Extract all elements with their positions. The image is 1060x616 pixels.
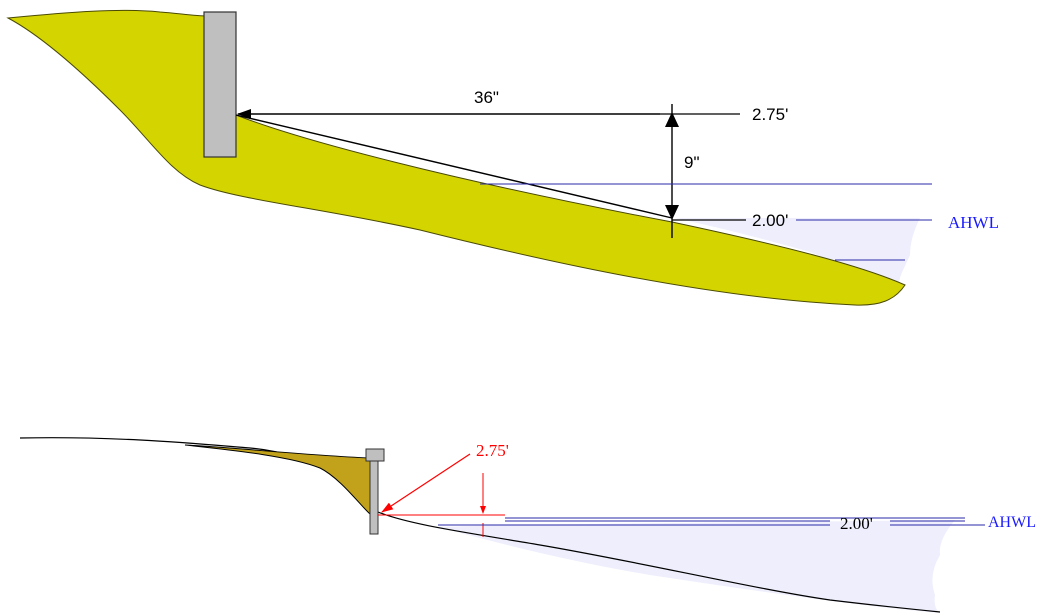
lower-diagram: 2.75' 2.00' AHWL	[19, 437, 1036, 613]
lower-water-elevation-label: 2.00'	[840, 514, 873, 533]
upper-wall	[203, 11, 237, 158]
lower-water-body	[438, 520, 955, 613]
lower-soil-wedge	[184, 444, 371, 516]
lower-ground-line	[19, 437, 941, 613]
lower-red-leader	[381, 453, 471, 513]
upper-slope-line	[235, 114, 673, 219]
upper-top-elevation-label: 2.75'	[752, 105, 788, 124]
upper-horizontal-dimension-label: 36"	[474, 88, 499, 107]
lower-wall-cap	[365, 448, 385, 462]
upper-vertical-dimension-label: 9"	[684, 153, 700, 172]
upper-water-elevation-label: 2.00'	[752, 211, 788, 230]
lower-wall-post	[369, 455, 379, 535]
upper-up-arrowhead	[665, 112, 679, 127]
upper-down-arrowhead	[665, 205, 679, 220]
upper-soil-bank	[6, 9, 906, 306]
lower-top-elevation-label: 2.75'	[476, 441, 509, 460]
upper-ahwl-label: AHWL	[948, 213, 999, 232]
lower-ahwl-label: AHWL	[988, 514, 1036, 531]
upper-diagram: 36" 9" 2.75' 2.00' AHWL	[6, 9, 999, 306]
